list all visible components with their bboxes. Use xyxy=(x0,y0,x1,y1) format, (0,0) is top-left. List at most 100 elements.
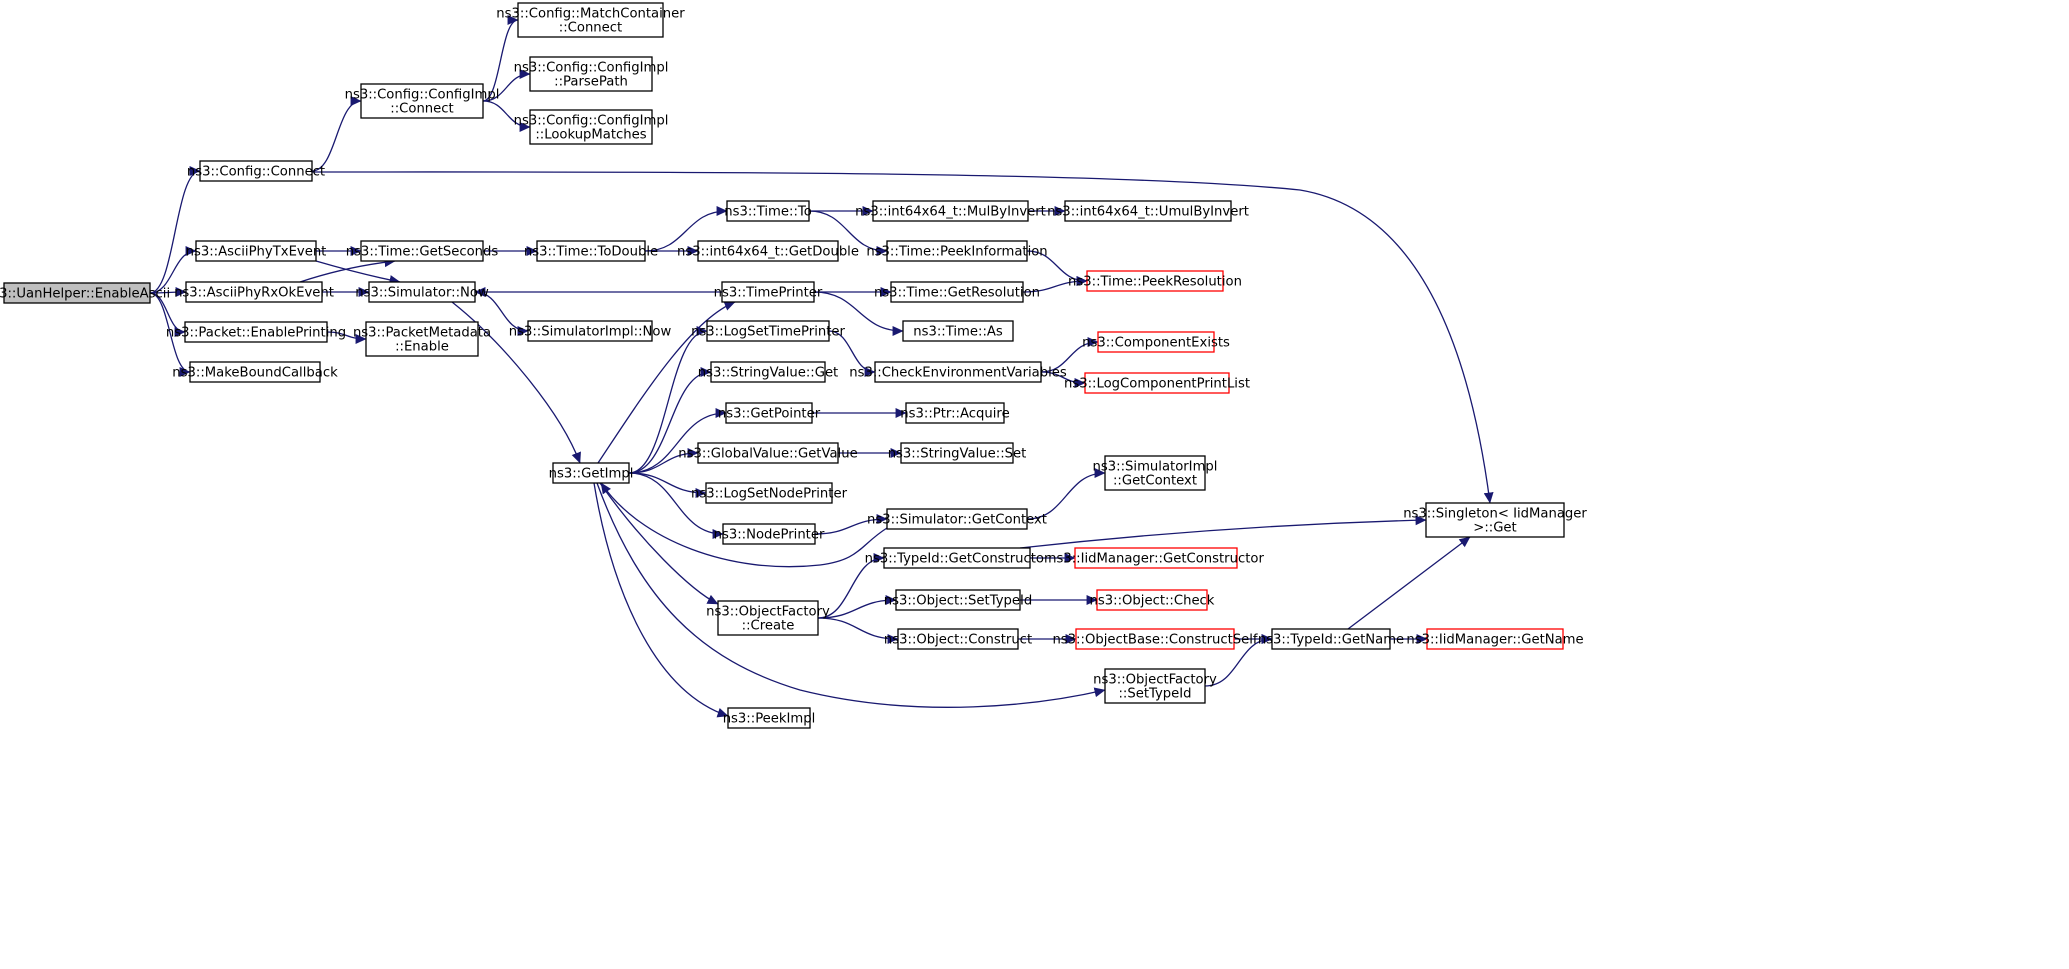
node-label: ns3::LogComponentPrintList xyxy=(1064,377,1250,392)
node-makeBound[interactable]: ns3::MakeBoundCallback xyxy=(172,361,338,383)
node-timePrinter[interactable]: ns3::TimePrinter xyxy=(714,281,823,303)
node-label: ns3::Time::PeekInformation xyxy=(866,245,1047,260)
node-timeAs[interactable]: ns3::Time::As xyxy=(902,320,1014,342)
node-txEvent[interactable]: ns3::AsciiPhyTxEvent xyxy=(186,240,327,262)
edge-getImpl-to-gvGetValue xyxy=(628,448,699,474)
node-getImpl[interactable]: ns3::GetImpl xyxy=(549,462,634,484)
node-label: ns3::Time::GetSeconds xyxy=(346,245,499,260)
node-matchConnect[interactable]: ns3::Config::MatchContainer::Connect xyxy=(496,2,685,38)
node-cfgImplConnect[interactable]: ns3::Config::ConfigImpl::Connect xyxy=(345,83,500,119)
node-ptrAcquire[interactable]: ns3::Ptr::Acquire xyxy=(900,402,1010,424)
node-label: ns3::LogSetTimePrinter xyxy=(691,325,845,340)
node-nodePrinter[interactable]: ns3::NodePrinter xyxy=(714,523,825,545)
node-peekImpl[interactable]: ns3::PeekImpl xyxy=(723,707,816,729)
node-box xyxy=(883,547,1031,569)
node-peekInfo[interactable]: ns3::Time::PeekInformation xyxy=(866,240,1048,262)
node-objCheck[interactable]: ns3::Object::Check xyxy=(1090,589,1215,611)
node-box xyxy=(902,320,1014,342)
node-umulByInvert[interactable]: ns3::int64x64_t::UmulByInvert xyxy=(1047,200,1249,222)
node-toDouble[interactable]: ns3::Time::ToDouble xyxy=(524,240,658,262)
node-box xyxy=(697,240,839,262)
node-label: ns3::Packet::EnablePrinting xyxy=(166,326,346,341)
node-tidGetCtor[interactable]: ns3::TypeId::GetConstructor xyxy=(865,547,1050,569)
node-box xyxy=(529,56,653,92)
node-box xyxy=(886,508,1028,530)
node-ofSetTid[interactable]: ns3::ObjectFactory::SetTypeId xyxy=(1093,668,1217,704)
node-strSet[interactable]: ns3::StringValue::Set xyxy=(888,442,1027,464)
node-box xyxy=(717,600,819,636)
node-label: ns3::PeekImpl xyxy=(723,712,816,727)
node-getDouble[interactable]: ns3::int64x64_t::GetDouble xyxy=(677,240,859,262)
node-iidGetCtor[interactable]: ns3::IidManager::GetConstructor xyxy=(1048,547,1264,569)
edge-ofCreate-to-objConstruct xyxy=(817,617,899,644)
node-label: ns3::ObjectBase::ConstructSelf xyxy=(1052,633,1257,648)
node-ofCreate[interactable]: ns3::ObjectFactory::Create xyxy=(706,600,830,636)
node-simGetCtx[interactable]: ns3::Simulator::GetContext xyxy=(867,508,1047,530)
node-box xyxy=(1425,502,1565,538)
node-compExists[interactable]: ns3::ComponentExists xyxy=(1082,331,1230,353)
node-label: ns3::MakeBoundCallback xyxy=(172,366,338,381)
node-label: ::Create xyxy=(742,619,795,634)
node-logCompPrint[interactable]: ns3::LogComponentPrintList xyxy=(1064,372,1250,394)
node-box xyxy=(1086,270,1224,292)
node-lookupMatches[interactable]: ns3::Config::ConfigImpl::LookupMatches xyxy=(514,109,669,145)
node-peekRes[interactable]: ns3::Time::PeekResolution xyxy=(1068,270,1242,292)
node-label: ns3::SimulatorImpl::Now xyxy=(509,325,672,340)
edge-getImpl-to-timePrinter xyxy=(597,301,736,464)
node-singletonGet[interactable]: ns3::Singleton< IidManager>::Get xyxy=(1403,502,1587,538)
node-box xyxy=(517,2,664,38)
node-constructSelf[interactable]: ns3::ObjectBase::ConstructSelf xyxy=(1052,628,1258,650)
edge-enablePrinting-to-metaEnable xyxy=(326,331,367,344)
node-rxEvent[interactable]: ns3::AsciiPhyRxOkEvent xyxy=(174,281,334,303)
node-metaEnable[interactable]: ns3::PacketMetadata::Enable xyxy=(353,321,491,357)
edge-getImpl-to-logSetTime xyxy=(628,326,708,474)
node-label: ns3::CheckEnvironmentVariables xyxy=(849,366,1067,381)
node-label: ns3::SimulatorImpl xyxy=(1093,460,1218,475)
node-implNow[interactable]: ns3::SimulatorImpl::Now xyxy=(509,320,672,342)
node-box xyxy=(1097,331,1215,353)
edge-getImpl-to-nodePrinter xyxy=(628,472,724,539)
node-logSetNode[interactable]: ns3::LogSetNodePrinter xyxy=(691,482,848,504)
node-label: ns3::Time::ToDouble xyxy=(524,245,658,260)
node-label: ns3::Time::PeekResolution xyxy=(1068,275,1242,290)
node-checkEnv[interactable]: ns3::CheckEnvironmentVariables xyxy=(849,361,1067,383)
node-getPointer[interactable]: ns3::GetPointer xyxy=(718,402,821,424)
node-strGet[interactable]: ns3::StringValue::Get xyxy=(698,361,838,383)
edge-getImpl-to-ofSetTid xyxy=(596,482,1106,708)
node-mulByInvert[interactable]: ns3::int64x64_t::MulByInvert xyxy=(855,200,1046,222)
node-objSetTid[interactable]: ns3::Object::SetTypeId xyxy=(884,589,1033,611)
node-label: ns3::Object::Construct xyxy=(884,633,1032,648)
node-logSetTime[interactable]: ns3::LogSetTimePrinter xyxy=(691,320,846,342)
node-parsePath[interactable]: ns3::Config::ConfigImpl::ParsePath xyxy=(514,56,669,92)
node-getRes[interactable]: ns3::Time::GetResolution xyxy=(874,281,1040,303)
node-simNow[interactable]: ns3::Simulator::Now xyxy=(355,281,489,303)
node-tidGetName[interactable]: ns3::TypeId::GetName xyxy=(1258,628,1404,650)
node-root[interactable]: ns3::UanHelper::EnableAscii xyxy=(0,282,170,304)
node-box xyxy=(897,628,1019,650)
node-timeTo[interactable]: ns3::Time::To xyxy=(724,200,812,222)
node-objConstruct[interactable]: ns3::Object::Construct xyxy=(884,628,1032,650)
node-label: ns3::Time::GetResolution xyxy=(874,286,1040,301)
edge-getImpl-to-getPointer xyxy=(628,408,727,474)
node-getSeconds[interactable]: ns3::Time::GetSeconds xyxy=(346,240,499,262)
edge-timePrinter-to-timeAs xyxy=(813,291,904,336)
node-label: ns3::TypeId::GetName xyxy=(1258,633,1404,648)
node-box xyxy=(1084,372,1230,394)
node-iidGetName[interactable]: ns3::IidManager::GetName xyxy=(1406,628,1584,650)
node-label: ns3::StringValue::Get xyxy=(698,366,838,381)
node-box xyxy=(905,402,1005,424)
node-enablePrinting[interactable]: ns3::Packet::EnablePrinting xyxy=(166,321,346,343)
node-label: ::SetTypeId xyxy=(1118,687,1191,702)
node-label: ns3::IidManager::GetConstructor xyxy=(1048,552,1264,567)
edge-nodePrinter-to-simGetCtx xyxy=(814,514,888,535)
edge-cfgImplConnect-to-parsePath xyxy=(482,69,531,102)
edge-root-to-txEvent xyxy=(149,246,197,294)
node-box xyxy=(895,589,1021,611)
node-gvGetValue[interactable]: ns3::GlobalValue::GetValue xyxy=(678,442,858,464)
node-box xyxy=(1096,589,1208,611)
edge-logSetTime-to-checkEnv xyxy=(828,330,876,377)
node-box xyxy=(890,281,1024,303)
edge-txEvent-to-simNow xyxy=(315,260,401,285)
node-cfgConnect[interactable]: ns3::Config::Connect xyxy=(187,160,325,182)
node-implGetCtx[interactable]: ns3::SimulatorImpl::GetContext xyxy=(1093,455,1218,491)
